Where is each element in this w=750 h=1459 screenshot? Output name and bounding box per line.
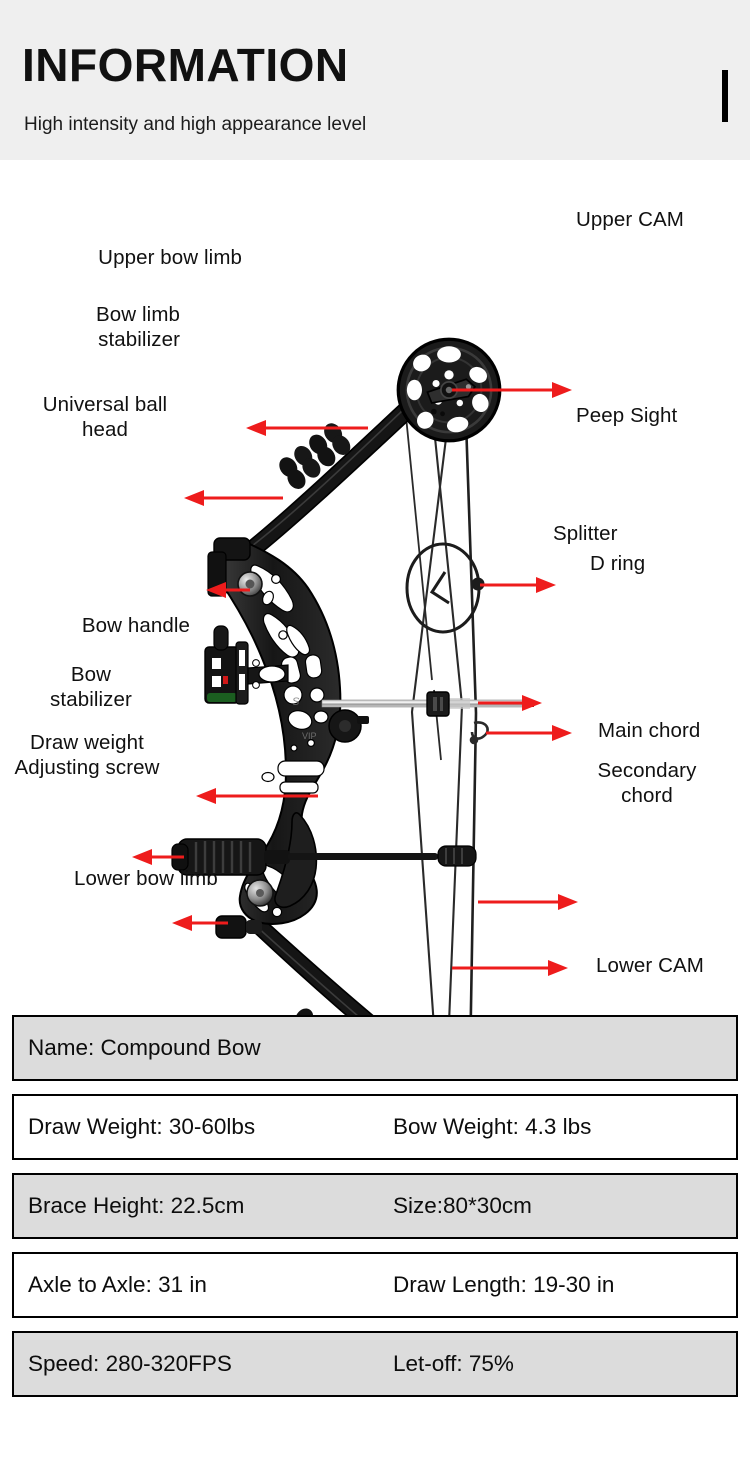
callout-label-splitter: Splitter — [553, 522, 618, 545]
svg-text:VIP: VIP — [302, 731, 317, 741]
spec-axle-to-axle-value: Axle to Axle: 31 in — [28, 1272, 207, 1297]
callout-label-universal-ball-head: Universal ball head — [42, 393, 168, 441]
bow-string-system — [403, 387, 478, 1015]
arrow-d-ring — [486, 725, 572, 741]
callout-label-lower-cam: Lower CAM — [596, 954, 704, 977]
spec-brace-height-value: Brace Height: 22.5cm — [28, 1193, 245, 1218]
splitter — [426, 691, 450, 717]
spec-row-brace-size: Brace Height: 22.5cm Size:80*30cm — [12, 1173, 738, 1239]
arrow-peep-sight — [480, 577, 556, 593]
lower-bow-limb — [250, 914, 374, 1015]
bow-grip — [274, 812, 318, 909]
upper-bow-limb — [245, 386, 429, 559]
callout-label-main-chord: Main chord — [598, 719, 701, 742]
arrow-upper-cam — [452, 382, 572, 398]
spec-draw-weight-value: Draw Weight: 30-60lbs — [28, 1114, 256, 1139]
main-chord-line — [463, 391, 478, 1015]
spec-name-value: Name: Compound Bow — [28, 1035, 261, 1060]
callout-label-upper-cam: Upper CAM — [576, 208, 684, 231]
arrow-bow-limb-stabilizer — [184, 490, 283, 506]
accent-bar — [722, 70, 728, 122]
arrow-bow-handle — [196, 788, 318, 804]
spec-row-name: Name: Compound Bow — [12, 1015, 738, 1081]
arrow-bow-stabilizer — [132, 849, 184, 865]
spec-row-weights: Draw Weight: 30-60lbs Bow Weight: 4.3 lb… — [12, 1094, 738, 1160]
callout-arrows — [132, 382, 578, 976]
callout-label-d-ring: D ring — [590, 552, 646, 575]
spec-size-value: Size:80*30cm — [393, 1193, 532, 1218]
arrow-universal-ball-head — [206, 582, 250, 598]
callout-label-draw-weight-screw: Draw weight Adjusting screw — [14, 731, 160, 779]
callout-label-lower-bow-limb: Lower bow limb — [74, 867, 218, 890]
compound-bow-diagram: S VIP — [0, 160, 750, 1015]
arrow-main-chord — [478, 894, 578, 910]
page-title: INFORMATION — [22, 39, 349, 91]
callout-label-peep-sight: Peep Sight — [576, 404, 678, 427]
arrow-rest — [328, 709, 369, 743]
arrow-splitter — [478, 695, 542, 711]
spec-bow-weight-value: Bow Weight: 4.3 lbs — [393, 1114, 592, 1139]
callout-label-bow-limb-stabilizer: Bow limb stabilizer — [96, 303, 180, 351]
callout-label-bow-stabilizer: Bow stabilizer — [50, 663, 132, 711]
draw-weight-adjusting-screw — [215, 879, 274, 939]
spec-row-axle-draw-length: Axle to Axle: 31 in Draw Length: 19-30 i… — [12, 1252, 738, 1318]
information-header: INFORMATION High intensity and high appe… — [0, 0, 750, 160]
svg-text:S: S — [292, 696, 300, 708]
callout-label-secondary-chord: Secondary chord — [597, 759, 697, 807]
specification-table: Name: Compound Bow Draw Weight: 30-60lbs… — [0, 1015, 750, 1397]
arrow-draw-weight-screw — [172, 915, 228, 931]
bow-stabilizer — [171, 838, 477, 876]
spec-draw-length-value: Draw Length: 19-30 in — [393, 1272, 615, 1297]
arrow-upper-bow-limb — [246, 420, 368, 436]
callout-label-bow-handle: Bow handle — [81, 614, 190, 637]
secondary-chord-line-b — [410, 389, 454, 1015]
spec-speed-value: Speed: 280-320FPS — [28, 1351, 232, 1376]
bow-illustration: S VIP — [132, 337, 578, 1015]
page-subtitle: High intensity and high appearance level — [24, 114, 367, 135]
spec-letoff-value: Let-off: 75% — [393, 1351, 514, 1376]
riser-branding: S VIP — [292, 696, 317, 741]
upper-limb-damper — [273, 419, 356, 493]
arrow-secondary-chord — [452, 960, 568, 976]
callout-label-upper-bow-limb: Upper bow limb — [98, 246, 242, 269]
spec-row-speed-letoff: Speed: 280-320FPS Let-off: 75% — [12, 1331, 738, 1397]
d-ring — [469, 721, 489, 745]
bow-sight-assembly — [204, 625, 289, 705]
